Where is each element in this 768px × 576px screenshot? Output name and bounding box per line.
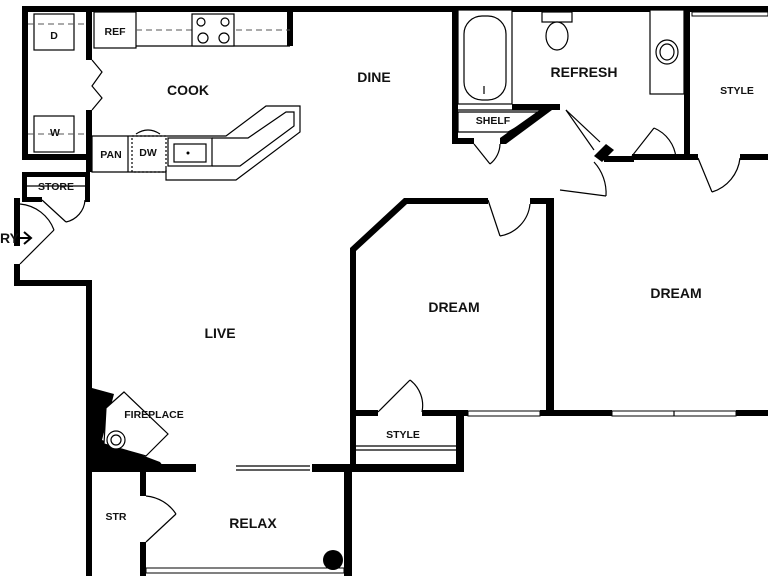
fixtures [14,9,685,570]
entry-arrow-icon [14,231,33,245]
label-style-mid: STYLE [386,429,420,441]
column-dot [323,550,343,570]
room-live: LIVE [204,325,235,341]
walls [14,6,768,576]
room-relax: RELAX [229,515,277,531]
room-labels: COOK DINE REFRESH LIVE DREAM DREAM RELAX [167,64,702,531]
doors [19,59,741,543]
toilet [541,11,573,23]
room-dream-left: DREAM [428,299,479,315]
label-store: STORE [38,181,74,193]
label-fireplace: FIREPLACE [124,409,184,421]
fixture-labels: D W REF PAN DW STORE SHELF STYLE STYLE F… [0,26,754,523]
label-dw: DW [139,147,157,159]
label-entry: RY [0,230,20,246]
label-style-top: STYLE [720,85,754,97]
room-refresh: REFRESH [551,64,618,80]
label-washer: W [50,127,60,139]
room-dream-right: DREAM [650,285,701,301]
label-str: STR [106,511,127,523]
label-ref: REF [105,26,127,38]
label-pan: PAN [100,149,121,161]
label-dryer: D [50,30,58,42]
dryer-unit [33,13,75,51]
windows [145,11,768,574]
kitchen-sink [167,137,213,167]
label-shelf: SHELF [476,115,511,127]
room-dine: DINE [357,69,390,85]
room-cook: COOK [167,82,209,98]
bathtub [457,9,513,105]
